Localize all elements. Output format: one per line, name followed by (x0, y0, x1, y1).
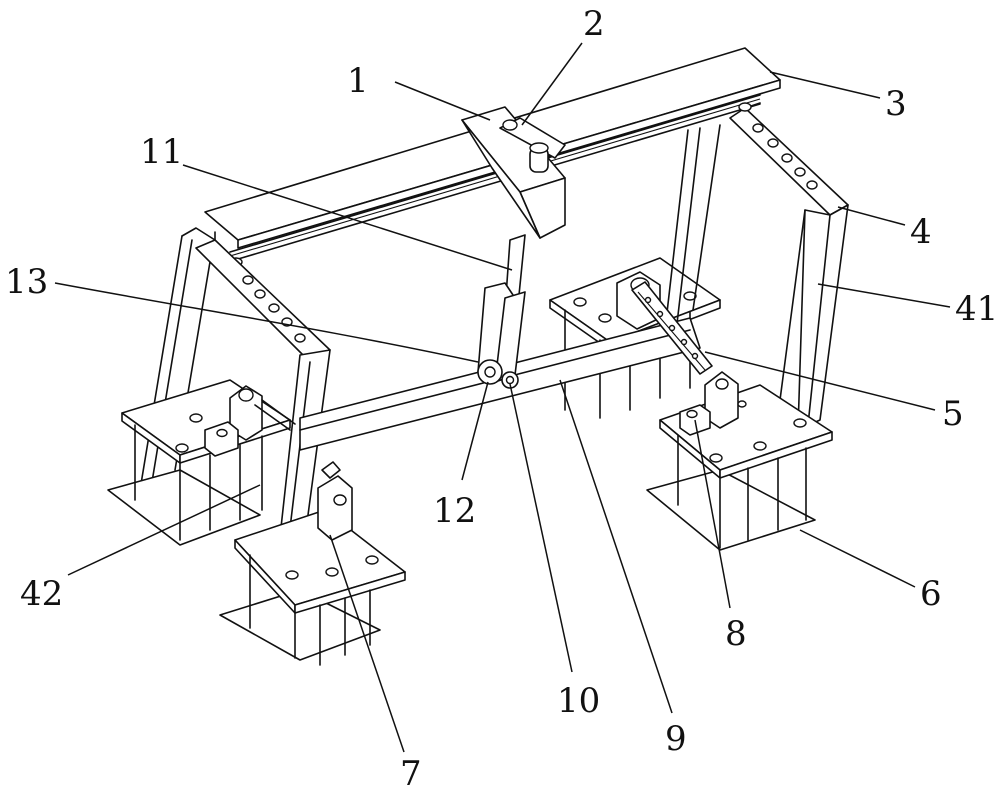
rear-left-pedestal (107, 379, 296, 546)
leader-5 (704, 351, 936, 411)
leader-9 (559, 379, 673, 714)
leader-1 (394, 81, 491, 121)
leader-12 (461, 381, 489, 481)
leader-4 (837, 206, 906, 226)
label-8: 8 (725, 614, 747, 654)
leader-2 (521, 42, 583, 126)
leader-41 (817, 283, 951, 308)
screw-rod (631, 281, 713, 375)
label-3: 3 (885, 84, 907, 124)
carriage-assembly (461, 106, 566, 389)
label-13: 13 (5, 262, 48, 302)
label-5: 5 (942, 394, 964, 434)
leader-3 (769, 71, 881, 99)
label-12: 12 (433, 491, 476, 531)
leader-7 (329, 534, 405, 753)
label-9: 9 (665, 719, 687, 759)
rear-right-pedestal (549, 257, 721, 419)
label-7: 7 (400, 754, 422, 792)
label-2: 2 (583, 4, 605, 44)
front-right-pedestal (646, 371, 833, 551)
leader-8 (694, 419, 731, 609)
leader-42 (67, 484, 261, 576)
label-4: 4 (910, 212, 932, 252)
leader-11 (182, 164, 513, 271)
leader-13 (54, 282, 479, 363)
label-11: 11 (140, 132, 183, 172)
front-left-pedestal (219, 461, 406, 666)
part-labels: 1 2 3 4 41 5 6 7 8 9 10 11 12 13 42 (5, 4, 998, 792)
right-frame (664, 102, 849, 431)
leader-lines (54, 42, 951, 753)
label-6: 6 (920, 574, 942, 614)
leader-10 (509, 383, 573, 673)
leader-6 (799, 529, 916, 588)
label-41: 41 (955, 289, 998, 329)
label-10: 10 (557, 681, 600, 721)
label-42: 42 (20, 574, 63, 614)
label-1: 1 (347, 61, 369, 101)
